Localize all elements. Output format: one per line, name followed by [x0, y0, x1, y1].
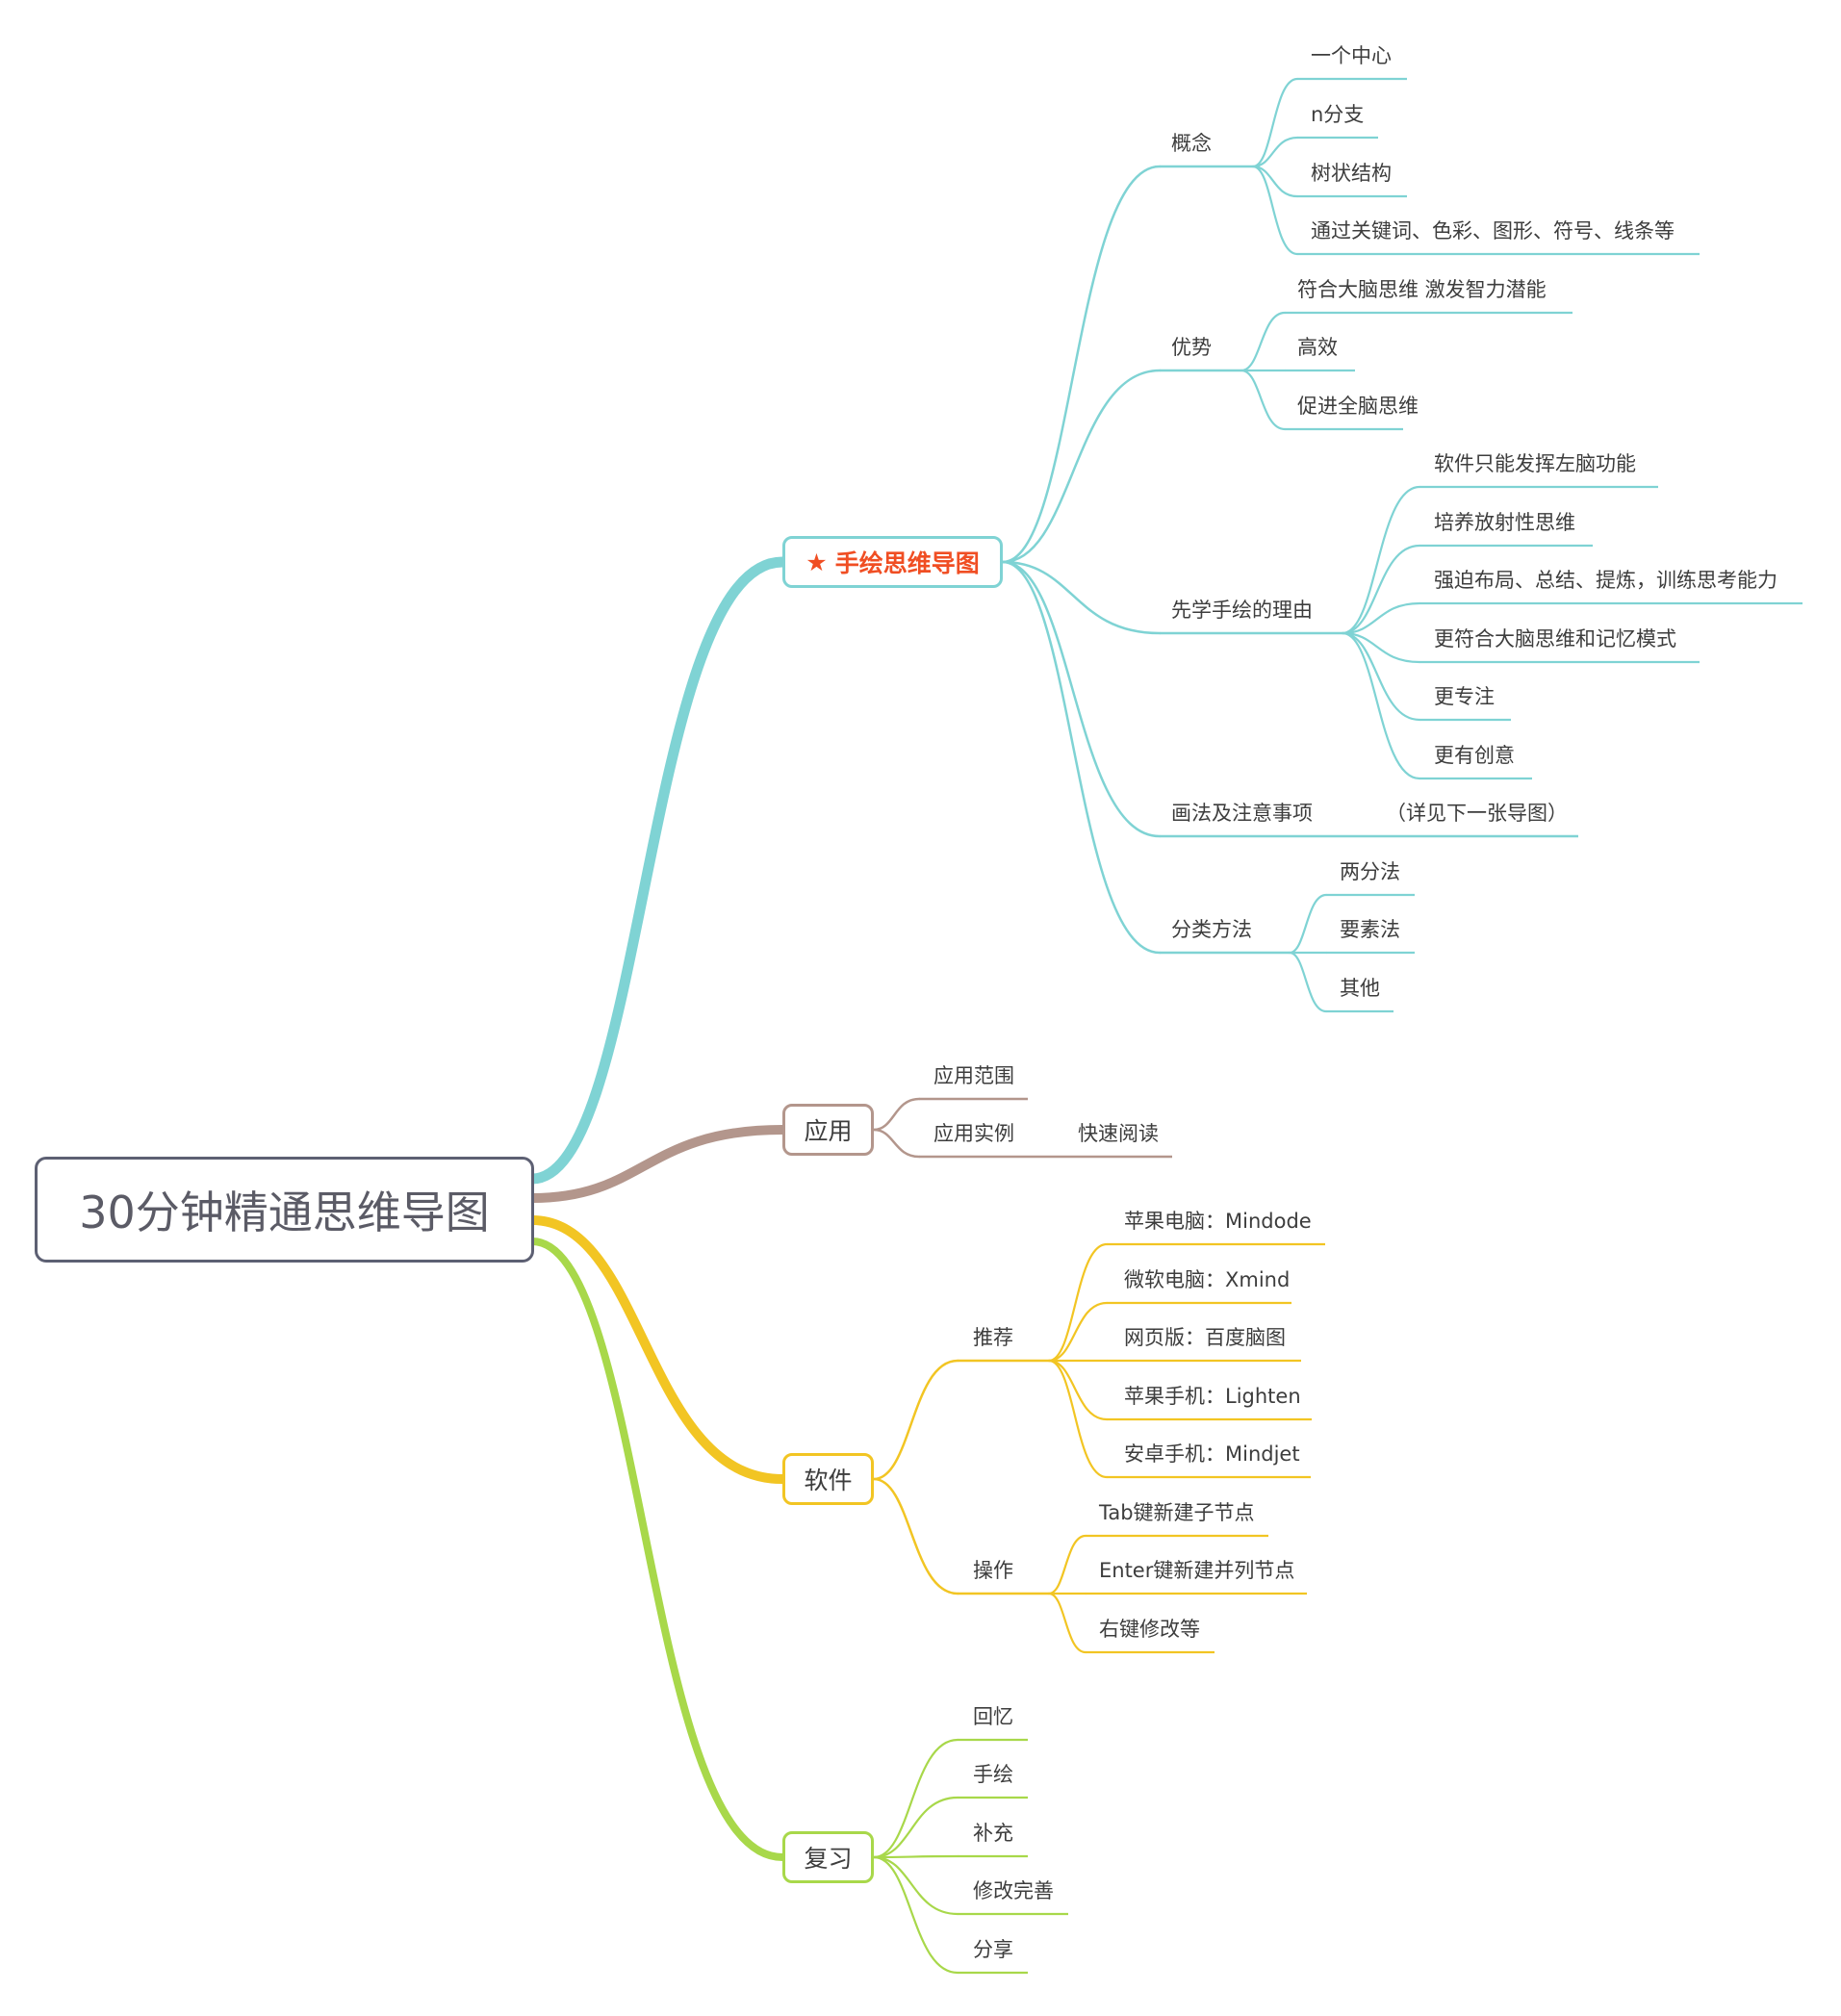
- software-link-recommend: [872, 1359, 959, 1481]
- recommend-curve-0: [1047, 1242, 1109, 1363]
- root-link-application: [527, 1125, 787, 1203]
- recommend-curve-1: [1047, 1301, 1109, 1363]
- root-label: 30分钟精通思维导图: [79, 1187, 490, 1238]
- leaf-concept-3[interactable]: 树状结构: [1311, 162, 1392, 185]
- recommend-curve-3: [1047, 1359, 1109, 1421]
- root-link-handdrawn: [526, 556, 788, 1185]
- review-curve-1: [872, 1796, 959, 1859]
- operation-curve-0: [1047, 1534, 1087, 1595]
- topic-reason[interactable]: 先学手绘的理由: [1171, 599, 1313, 622]
- topic-drawing[interactable]: 画法及注意事项: [1171, 802, 1313, 825]
- leaf-drawing-note[interactable]: （详见下一张导图）: [1386, 802, 1568, 825]
- handdrawn-link-drawing: [1001, 560, 1162, 838]
- leaf-operation-2[interactable]: Enter键新建并列节点: [1099, 1559, 1295, 1582]
- leaf-advantage-2[interactable]: 高效: [1297, 336, 1338, 359]
- leaf-reason-1[interactable]: 软件只能发挥左脑功能: [1434, 452, 1636, 475]
- reason-curve-1: [1341, 544, 1421, 635]
- concept-curve-3: [1251, 165, 1299, 256]
- classify-curve-2: [1288, 951, 1328, 1013]
- application-link-example: [872, 1128, 921, 1159]
- concept-curve-0: [1251, 77, 1299, 168]
- topic-classify[interactable]: 分类方法: [1171, 918, 1252, 941]
- topic-app-scope[interactable]: 应用范围: [933, 1064, 1014, 1087]
- topic-concept[interactable]: 概念: [1171, 132, 1212, 155]
- reason-curve-2: [1341, 601, 1421, 635]
- topic-app-example[interactable]: 应用实例: [933, 1122, 1014, 1145]
- handdrawn-link-concept: [1001, 165, 1162, 564]
- topic-operation[interactable]: 操作: [973, 1559, 1013, 1582]
- leaf-review-3[interactable]: 补充: [973, 1822, 1013, 1845]
- leaf-recommend-1[interactable]: 苹果电脑：Mindode: [1124, 1210, 1312, 1233]
- root-node[interactable]: 30分钟精通思维导图: [35, 1157, 534, 1263]
- handdrawn-link-classify: [1001, 560, 1162, 955]
- branch-application-node[interactable]: 应用: [782, 1104, 874, 1156]
- leaf-classify-2[interactable]: 要素法: [1340, 918, 1400, 941]
- branch-review-label: 复习: [804, 1845, 853, 1873]
- leaf-classify-1[interactable]: 两分法: [1340, 860, 1400, 883]
- leaf-operation-3[interactable]: 右键修改等: [1099, 1618, 1200, 1641]
- branch-links: [526, 77, 1803, 1975]
- topic-advantage[interactable]: 优势: [1171, 336, 1212, 359]
- classify-curve-0: [1288, 893, 1328, 955]
- leaf-advantage-3[interactable]: 促进全脑思维: [1297, 395, 1419, 418]
- leaf-recommend-4[interactable]: 苹果手机：Lighten: [1124, 1385, 1301, 1408]
- leaf-recommend-5[interactable]: 安卓手机：Mindjet: [1124, 1442, 1300, 1466]
- reason-curve-0: [1341, 485, 1421, 635]
- review-curve-4: [872, 1855, 959, 1975]
- root-link-software: [527, 1215, 787, 1484]
- branch-application-label: 应用: [804, 1117, 853, 1145]
- leaf-reason-4[interactable]: 更符合大脑思维和记忆模式: [1434, 627, 1676, 651]
- branch-handdrawn-node[interactable]: ★ 手绘思维导图: [782, 536, 1003, 588]
- leaf-advantage-1[interactable]: 符合大脑思维 激发智力潜能: [1297, 278, 1547, 301]
- leaf-recommend-2[interactable]: 微软电脑：Xmind: [1124, 1268, 1291, 1291]
- leaf-review-5[interactable]: 分享: [973, 1938, 1013, 1961]
- application-link-scope: [872, 1097, 921, 1132]
- leaf-reason-3[interactable]: 强迫布局、总结、提炼，训练思考能力: [1434, 569, 1777, 592]
- leaf-reason-6[interactable]: 更有创意: [1434, 744, 1515, 767]
- reason-curve-3: [1341, 631, 1421, 664]
- leaf-reason-2[interactable]: 培养放射性思维: [1434, 511, 1575, 534]
- root-link-review: [528, 1238, 786, 1861]
- concept-curve-1: [1251, 136, 1299, 168]
- branch-handdrawn-label: 手绘思维导图: [834, 549, 980, 577]
- branch-review-node[interactable]: 复习: [782, 1831, 874, 1883]
- star-icon: ★: [805, 548, 828, 576]
- leaf-review-1[interactable]: 回忆: [973, 1705, 1013, 1728]
- leaf-review-2[interactable]: 手绘: [973, 1763, 1013, 1786]
- review-curve-2: [872, 1854, 959, 1859]
- recommend-curve-4: [1047, 1359, 1109, 1479]
- leaf-concept-2[interactable]: n分支: [1311, 103, 1365, 126]
- advantage-curve-0: [1240, 311, 1287, 372]
- leaf-classify-3[interactable]: 其他: [1340, 977, 1380, 1000]
- handdrawn-link-advantage: [1001, 369, 1162, 564]
- topic-recommend[interactable]: 推荐: [973, 1326, 1013, 1349]
- leaf-operation-1[interactable]: Tab键新建子节点: [1099, 1501, 1255, 1524]
- reason-curve-4: [1341, 631, 1421, 722]
- leaf-concept-1[interactable]: 一个中心: [1311, 44, 1392, 67]
- operation-curve-2: [1047, 1592, 1087, 1654]
- branch-software-label: 软件: [804, 1467, 853, 1494]
- review-curve-0: [872, 1738, 959, 1859]
- leaf-app-example-1[interactable]: 快速阅读: [1078, 1122, 1159, 1145]
- leaf-reason-5[interactable]: 更专注: [1434, 685, 1495, 708]
- branch-software-node[interactable]: 软件: [782, 1453, 874, 1505]
- software-link-operation: [872, 1477, 959, 1595]
- reason-curve-5: [1341, 631, 1421, 780]
- leaf-concept-4[interactable]: 通过关键词、色彩、图形、符号、线条等: [1311, 219, 1675, 242]
- leaf-review-4[interactable]: 修改完善: [973, 1879, 1054, 1902]
- review-curve-3: [872, 1855, 959, 1916]
- handdrawn-link-reason: [1001, 560, 1162, 635]
- advantage-curve-2: [1240, 369, 1287, 431]
- leaf-recommend-3[interactable]: 网页版：百度脑图: [1124, 1326, 1286, 1349]
